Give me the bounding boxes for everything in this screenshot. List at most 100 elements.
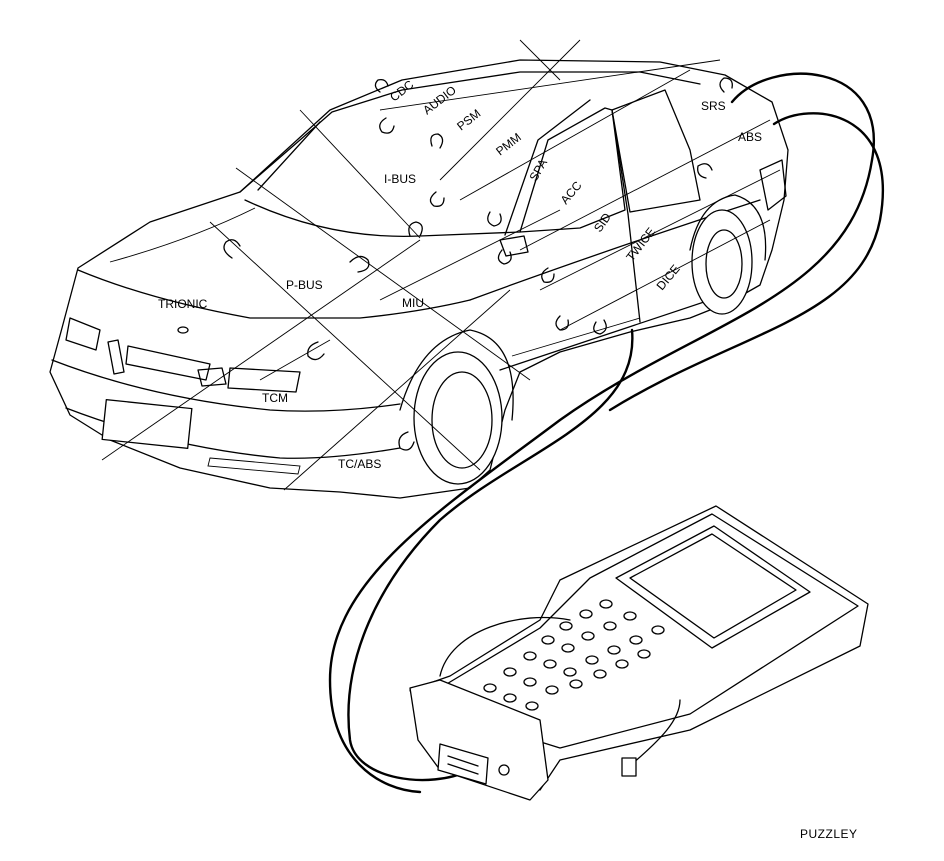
puzzle-knob	[541, 267, 555, 283]
keypad-button	[579, 609, 593, 619]
keypad-button	[545, 685, 559, 695]
puzzle-knob	[697, 163, 713, 179]
label-miu: MIU	[402, 296, 424, 310]
abs-connection-cable	[608, 112, 884, 412]
keypad-button	[615, 659, 629, 669]
rear-wheel-rim	[705, 229, 743, 299]
holster-clip	[621, 757, 637, 777]
grille	[107, 339, 211, 381]
keypad-button	[503, 667, 517, 677]
network-line	[299, 109, 421, 239]
puzzle-knob	[349, 255, 370, 273]
label-tcm: TCM	[262, 391, 288, 405]
puzzle-knob	[593, 319, 607, 335]
puzzle-overlay	[101, 39, 781, 491]
puzzle-knob	[430, 133, 444, 149]
windshield-left-pillar	[257, 121, 321, 191]
label-tc-abs: TC/ABS	[338, 457, 381, 471]
rear-side-window	[611, 89, 701, 213]
label-i-bus: I-BUS	[384, 172, 416, 186]
puzzle-knob	[223, 239, 241, 259]
network-line	[235, 167, 531, 381]
keypad-button	[561, 643, 575, 653]
side-trim-strip	[511, 317, 641, 357]
keypad-button	[483, 683, 497, 693]
puzzle-knob	[374, 78, 389, 93]
obd-diagnostic-cable	[347, 328, 634, 782]
hood-emblem	[177, 326, 189, 334]
network-line	[559, 219, 771, 331]
keypad-button	[623, 611, 637, 621]
keypad-button	[525, 701, 539, 711]
hood-crease	[109, 207, 256, 263]
network-line	[459, 69, 691, 201]
rear-wheel-arch	[689, 194, 767, 261]
side-mirror	[499, 235, 529, 257]
keypad-button	[607, 645, 621, 655]
tool-holster-ring	[439, 616, 681, 765]
keypad-button	[585, 655, 599, 665]
keypad-button	[629, 635, 643, 645]
keypad-button	[593, 669, 607, 679]
front-wheel	[413, 351, 503, 485]
fog-light-slot	[207, 457, 301, 475]
credit-text: PUZZLEY	[800, 827, 858, 841]
network-line	[519, 119, 771, 251]
diagnostic-tool	[409, 505, 869, 801]
front-wheel-rim	[431, 371, 493, 469]
keypad-button	[559, 621, 573, 631]
keypad-button	[569, 679, 583, 689]
left-headlight	[65, 317, 101, 351]
keypad-button	[581, 631, 595, 641]
scan-tool-screen	[629, 533, 797, 639]
front-bumper	[51, 359, 401, 412]
b-pillar	[611, 109, 629, 215]
network-line	[283, 289, 511, 491]
puzzle-knob	[555, 315, 569, 331]
puzzle-knob	[719, 77, 733, 93]
door-seam	[627, 213, 641, 323]
label-abs: ABS	[738, 130, 762, 144]
network-line	[209, 221, 481, 471]
keypad-button	[523, 677, 537, 687]
obd-connector-plug	[437, 743, 489, 785]
windshield-bottom-edge	[244, 199, 521, 237]
puzzle-knob	[429, 191, 445, 207]
keypad-button	[543, 659, 557, 669]
srs-abs-connection-cable	[328, 72, 875, 794]
rear-light	[759, 159, 787, 211]
puzzle-knob	[497, 249, 512, 265]
keypad-button	[541, 635, 555, 645]
puzzle-knob	[307, 341, 325, 361]
car-illustration	[49, 59, 789, 499]
keypad-button	[599, 599, 613, 609]
keypad-button	[523, 651, 537, 661]
network-line	[539, 169, 781, 291]
puzzle-knob	[487, 211, 502, 227]
scan-tool-keypad	[467, 599, 665, 727]
label-trionic: TRIONIC	[158, 297, 208, 311]
label-p-bus: P-BUS	[286, 278, 323, 292]
puzzle-knob	[398, 431, 415, 451]
puzzle-knob	[408, 221, 423, 237]
license-plate	[101, 398, 193, 450]
network-line	[259, 339, 331, 381]
keypad-button	[637, 649, 651, 659]
keypad-button	[603, 621, 617, 631]
hood-edge	[77, 269, 471, 319]
network-line	[101, 239, 421, 461]
keypad-button	[651, 625, 665, 635]
keypad-button	[503, 693, 517, 703]
network-line	[439, 39, 581, 181]
connector-screw	[498, 764, 510, 776]
grille-emblem	[197, 367, 227, 387]
windshield-right-pillar	[504, 99, 591, 236]
puzzle-knob	[379, 117, 395, 134]
keypad-button	[563, 667, 577, 677]
label-srs: SRS	[701, 99, 726, 113]
network-line	[379, 59, 721, 111]
front-wheel-arch	[399, 329, 514, 421]
network-line	[519, 39, 561, 81]
